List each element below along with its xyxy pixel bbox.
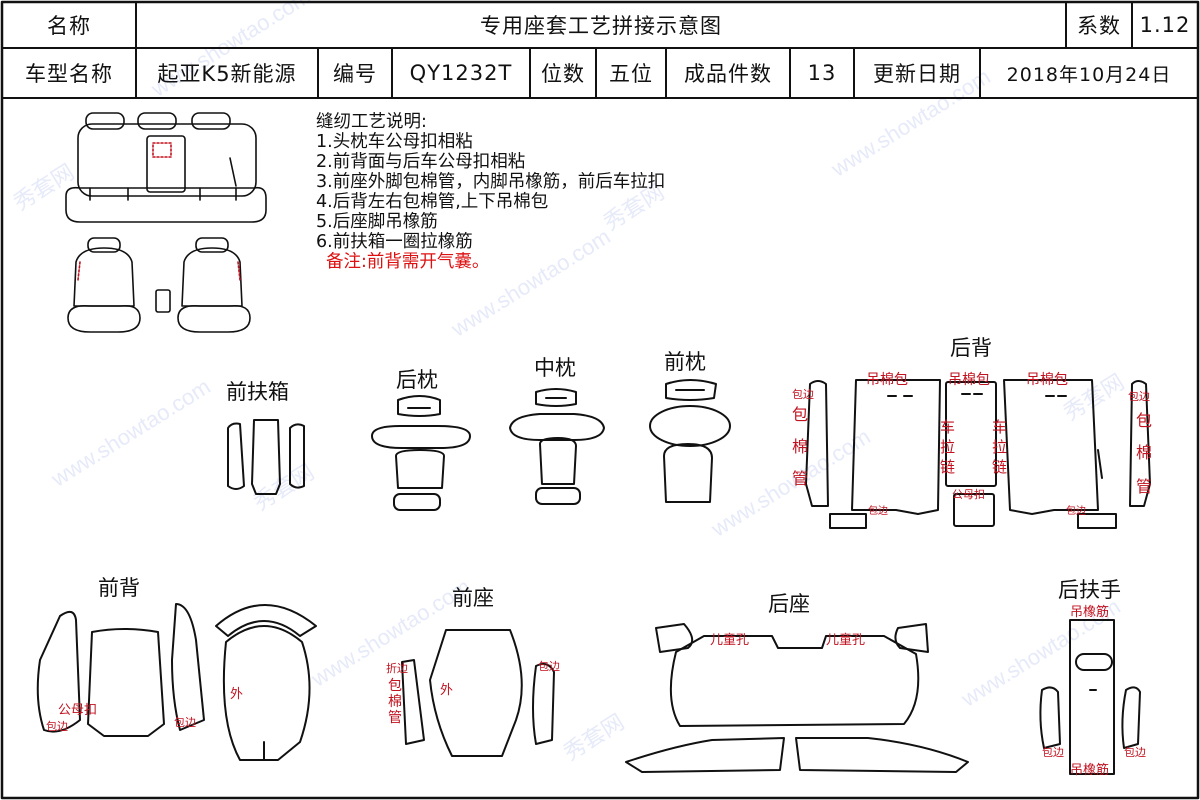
section-title-front-back: 前背 — [98, 576, 140, 600]
label-zip: 车 — [992, 418, 1007, 436]
label-wrap: 包 — [388, 678, 402, 694]
front-pillow-pieces — [649, 379, 731, 503]
label-outer: 外 — [440, 683, 453, 698]
front-seat-pieces — [401, 629, 555, 757]
label-edge-wrap: 包边 — [792, 388, 814, 401]
date-value: 2018年10月24日 — [1006, 63, 1172, 86]
label-wrap: 包 — [792, 405, 808, 424]
label-cotton: 棉 — [388, 693, 402, 710]
label-snap: 公母扣 — [952, 487, 985, 501]
seats-label: 位数 — [541, 62, 585, 86]
middle-pillow-pieces — [509, 388, 605, 505]
label-edge-wrap: 包边 — [46, 720, 68, 733]
model-value: 起亚K5新能源 — [157, 62, 297, 86]
label-tube: 管 — [1136, 477, 1152, 496]
label-tube: 管 — [792, 469, 808, 488]
name-label: 名称 — [47, 14, 91, 38]
label-tube: 管 — [388, 710, 402, 726]
label-zip: 拉 — [992, 438, 1007, 456]
section-title-front-armbox: 前扶箱 — [226, 380, 289, 404]
label-child-hole: 儿童孔 — [826, 632, 865, 648]
label-child-hole: 儿童孔 — [710, 632, 749, 648]
notes-heading: 缝纫工艺说明: — [316, 112, 427, 132]
front-armbox-pieces — [227, 419, 305, 495]
label-hang-rubber: 吊橡筋 — [1070, 604, 1109, 620]
front-back-pieces — [36, 603, 317, 761]
note-item: 5.后座脚吊橡筋 — [316, 212, 438, 232]
rear-seat-pieces — [625, 623, 969, 773]
coef-value: 1.12 — [1139, 13, 1191, 37]
coef-label: 系数 — [1077, 14, 1121, 38]
label-fold: 折边 — [386, 661, 408, 675]
note-item: 2.前背面与后车公母扣相粘 — [316, 152, 526, 172]
pieces-value: 13 — [807, 61, 837, 85]
label-hang-rubber: 吊橡筋 — [1070, 762, 1109, 778]
rear-armrest-pieces — [1039, 619, 1141, 775]
label-snap: 公母扣 — [58, 703, 97, 718]
label-edge-wrap: 包边 — [1128, 390, 1150, 403]
label-outer: 外 — [230, 687, 243, 702]
note-item: 1.头枕车公母扣相粘 — [316, 132, 473, 152]
notes-remark: 备注:前背需开气囊。 — [326, 252, 490, 272]
label-zip: 链 — [992, 458, 1007, 476]
label-zip: 车 — [940, 418, 955, 436]
label-zip: 链 — [940, 458, 955, 476]
label-edge-wrap: 包边 — [868, 504, 888, 517]
label-edge-wrap: 包边 — [1066, 504, 1086, 517]
label-cotton: 棉 — [1136, 443, 1152, 462]
section-title-front-seat: 前座 — [452, 586, 494, 610]
note-item: 4.后背左右包棉管,上下吊棉包 — [316, 192, 549, 212]
label-hang-pad: 吊棉包 — [1026, 371, 1068, 388]
note-item: 6.前扶箱一圈拉橡筋 — [316, 232, 473, 252]
section-title-rear-seat: 后座 — [768, 592, 810, 616]
code-value: QY1232T — [409, 61, 513, 85]
section-title-front-pillow: 前枕 — [664, 350, 706, 374]
page-title: 专用座套工艺拼接示意图 — [480, 14, 722, 38]
label-zip: 拉 — [940, 438, 955, 456]
label-cotton: 棉 — [792, 437, 808, 456]
section-title-rear-armrest: 后扶手 — [1058, 578, 1121, 602]
section-title-middle-pillow: 中枕 — [534, 356, 576, 380]
seats-value: 五位 — [609, 62, 653, 86]
date-label: 更新日期 — [873, 62, 961, 86]
section-title-rear-back: 后背 — [950, 336, 992, 360]
label-hang-pad: 吊棉包 — [866, 371, 908, 388]
section-title-rear-pillow: 后枕 — [396, 368, 438, 392]
sewing-notes: 缝纫工艺说明: 1.头枕车公母扣相粘 2.前背面与后车公母扣相粘 3.前座外脚包… — [316, 112, 665, 272]
pieces-label: 成品件数 — [684, 62, 772, 86]
label-edge-wrap: 包边 — [174, 716, 196, 729]
seat-overview-illustration — [65, 112, 267, 333]
header-grid — [1, 1, 1199, 99]
label-hang-pad: 吊棉包 — [948, 371, 990, 388]
note-item: 3.前座外脚包棉管，内脚吊橡筋，前后车拉扣 — [316, 172, 666, 192]
label-wrap: 包 — [1136, 411, 1152, 430]
label-edge-wrap: 包边 — [1124, 746, 1146, 759]
rear-back-pieces — [805, 379, 1151, 529]
annotations: 吊棉包 吊棉包 吊棉包 包边 包边 包 棉 管 包 棉 管 车 拉 链 车 拉 … — [46, 371, 1152, 778]
model-label: 车型名称 — [25, 62, 113, 86]
code-label: 编号 — [333, 62, 377, 86]
label-edge-wrap: 包边 — [1042, 746, 1064, 759]
rear-pillow-pieces — [371, 395, 471, 511]
label-edge-wrap: 包边 — [538, 660, 560, 673]
